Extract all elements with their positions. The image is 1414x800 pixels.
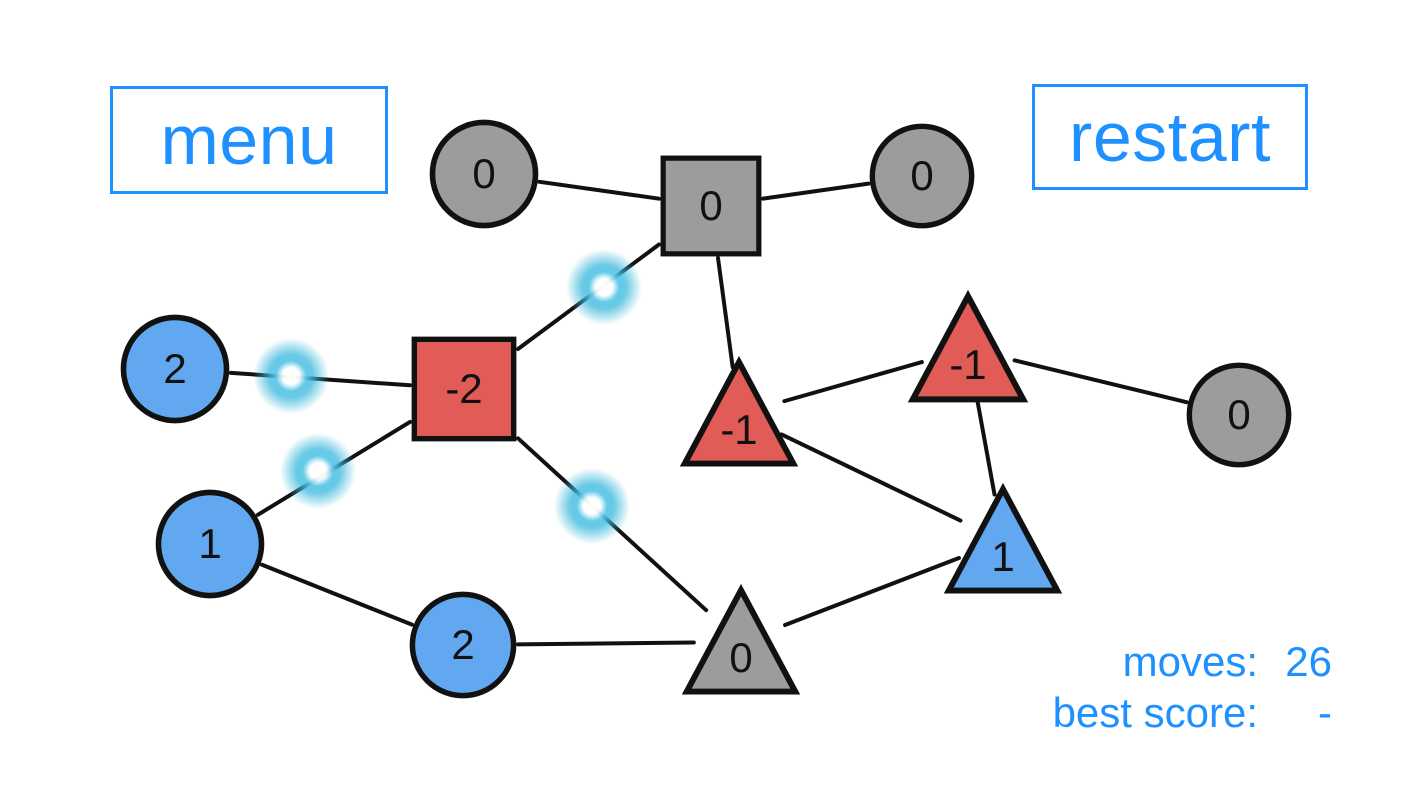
triangle-shape-icon bbox=[908, 289, 1028, 403]
best-score-value: - bbox=[1318, 689, 1332, 737]
moves-label: moves: bbox=[1122, 638, 1258, 685]
square-shape-icon bbox=[660, 155, 762, 257]
graph-edge[interactable] bbox=[974, 394, 997, 497]
moves-value: 26 bbox=[1285, 638, 1332, 685]
graph-node-circle-n4[interactable]: 2 bbox=[119, 313, 231, 425]
edge-glow-marker[interactable] bbox=[554, 468, 630, 544]
restart-button[interactable]: restart bbox=[1032, 84, 1308, 190]
graph-edge[interactable] bbox=[537, 179, 661, 201]
graph-node-triangle-n10[interactable]: 1 bbox=[944, 482, 1062, 600]
edge-glow-marker[interactable] bbox=[253, 338, 329, 414]
circle-shape-icon bbox=[869, 123, 975, 229]
graph-node-circle-n9[interactable]: 1 bbox=[154, 488, 266, 600]
graph-edge[interactable] bbox=[260, 562, 414, 627]
triangle-shape-icon bbox=[680, 355, 798, 467]
graph-node-triangle-n12[interactable]: 0 bbox=[682, 583, 800, 701]
graph-node-circle-n11[interactable]: 2 bbox=[408, 590, 518, 700]
square-shape-icon bbox=[411, 336, 517, 442]
graph-edge[interactable] bbox=[716, 256, 735, 370]
graph-edge[interactable] bbox=[761, 181, 871, 201]
circle-shape-icon bbox=[409, 591, 517, 699]
graph-node-circle-n1[interactable]: 0 bbox=[428, 118, 540, 230]
circle-shape-icon bbox=[120, 314, 230, 424]
graph-node-circle-n8[interactable]: 0 bbox=[1185, 361, 1293, 469]
graph-edge[interactable] bbox=[515, 640, 696, 647]
graph-edge[interactable] bbox=[1012, 358, 1189, 405]
edge-glow-layer bbox=[253, 249, 642, 544]
graph-edge[interactable] bbox=[779, 432, 963, 523]
graph-node-circle-n3[interactable]: 0 bbox=[868, 122, 976, 230]
moves-row: moves: 26 bbox=[1053, 636, 1332, 687]
score-panel: moves: 26 best score: - bbox=[1053, 636, 1332, 738]
graph-edge[interactable] bbox=[783, 555, 961, 628]
menu-button[interactable]: menu bbox=[110, 86, 388, 194]
graph-node-square-n2[interactable]: 0 bbox=[659, 154, 763, 258]
graph-node-square-n5[interactable]: -2 bbox=[410, 335, 518, 443]
circle-shape-icon bbox=[155, 489, 265, 599]
best-score-row: best score: - bbox=[1053, 687, 1332, 738]
edge-glow-marker[interactable] bbox=[566, 249, 642, 325]
circle-shape-icon bbox=[1186, 362, 1292, 468]
triangle-shape-icon bbox=[682, 583, 800, 695]
graph-node-triangle-n6[interactable]: -1 bbox=[680, 355, 798, 473]
triangle-shape-icon bbox=[944, 482, 1062, 594]
best-score-label: best score: bbox=[1052, 689, 1258, 737]
circle-shape-icon bbox=[429, 119, 539, 229]
graph-edge[interactable] bbox=[782, 360, 924, 404]
graph-node-triangle-n7[interactable]: -1 bbox=[908, 289, 1028, 409]
edge-glow-marker[interactable] bbox=[280, 433, 356, 509]
